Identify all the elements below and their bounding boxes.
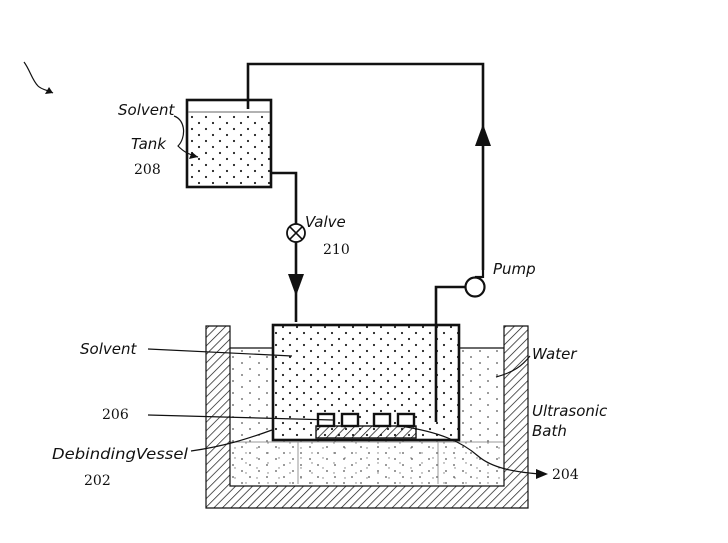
ultrasonic-bath-label-line1: Ultrasonic <box>532 402 608 420</box>
bath-number: 204 <box>552 467 579 483</box>
flow-arrow-down <box>288 274 304 296</box>
piping <box>246 62 491 422</box>
vessel-number: 202 <box>84 473 111 489</box>
part-number: 206 <box>102 407 129 423</box>
solvent-tank-label-line2: Tank <box>131 135 167 153</box>
debinding-vessel-label: DebindingVessel <box>52 445 189 463</box>
valve-label: Valve <box>305 213 346 231</box>
valve-number: 210 <box>323 242 350 258</box>
water-label: Water <box>532 345 577 363</box>
solvent-tank <box>185 98 273 189</box>
flow-arrow-up <box>475 124 491 146</box>
bath-bottom-region <box>230 442 504 484</box>
debinding-vessel <box>271 323 461 442</box>
bath-wall <box>205 325 529 509</box>
reference-squiggle <box>23 61 54 94</box>
pump-label: Pump <box>493 260 536 278</box>
debinding-part <box>315 412 417 439</box>
leader-lines <box>147 115 548 479</box>
solvent-label: Solvent <box>80 340 137 358</box>
solvent-tank-label-line1: Solvent <box>118 101 175 119</box>
valve-icon <box>286 223 306 243</box>
pump-icon <box>464 270 486 298</box>
ultrasonic-bath-label-line2: Bath <box>532 422 567 440</box>
solvent-tank-number: 208 <box>134 162 161 178</box>
